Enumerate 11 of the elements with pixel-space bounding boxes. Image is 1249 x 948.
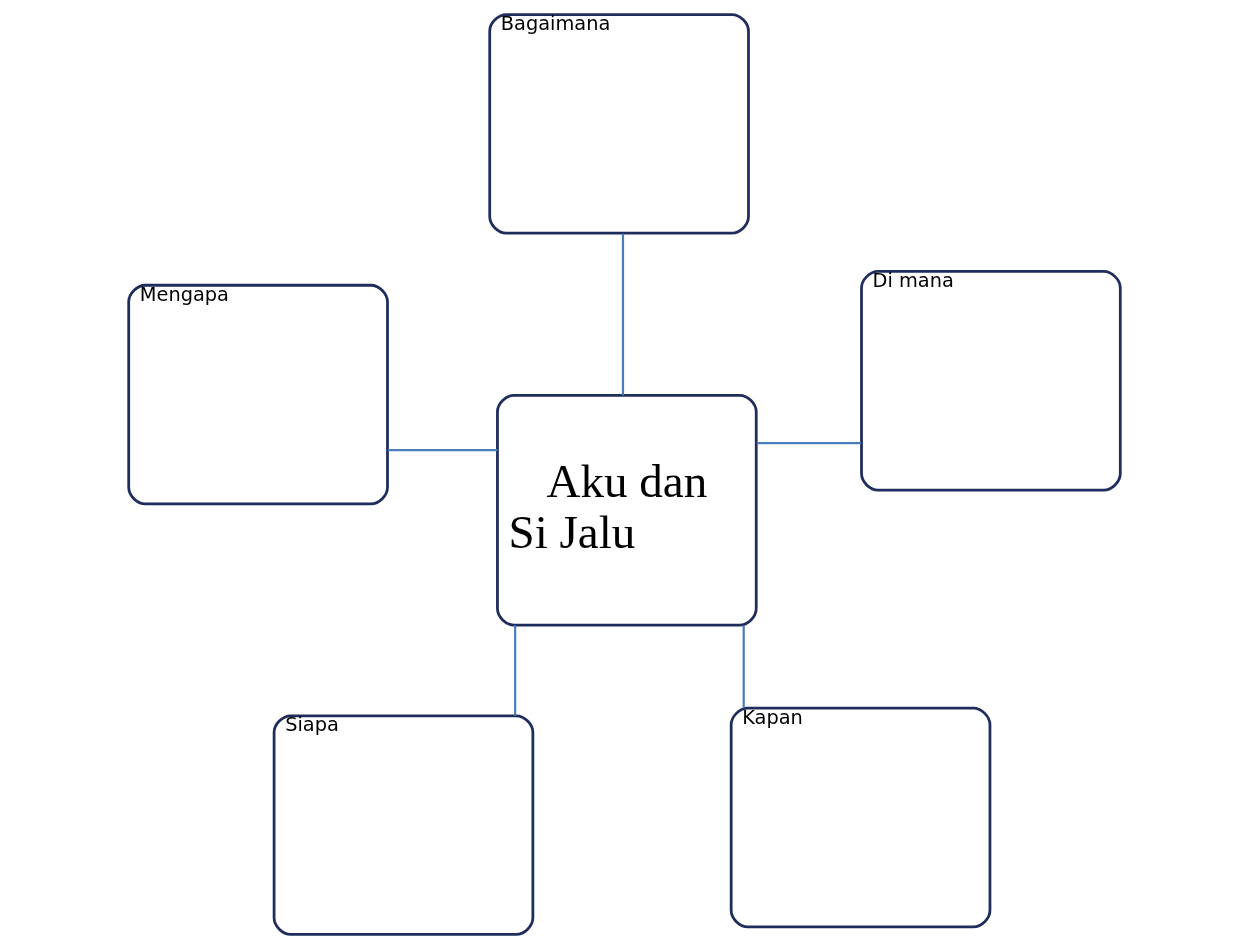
node-box: Aku dan Si Jalu xyxy=(496,393,758,626)
node-box: Mengapa xyxy=(127,283,389,505)
node-box: Di mana xyxy=(860,269,1122,491)
connector xyxy=(756,441,862,444)
node-box: Bagaimana xyxy=(488,12,750,235)
node-box: Siapa xyxy=(272,713,535,936)
node-box: Kapan xyxy=(729,706,992,928)
connector xyxy=(621,233,625,395)
connector xyxy=(387,448,498,451)
connector xyxy=(742,625,745,708)
connector xyxy=(514,624,517,716)
